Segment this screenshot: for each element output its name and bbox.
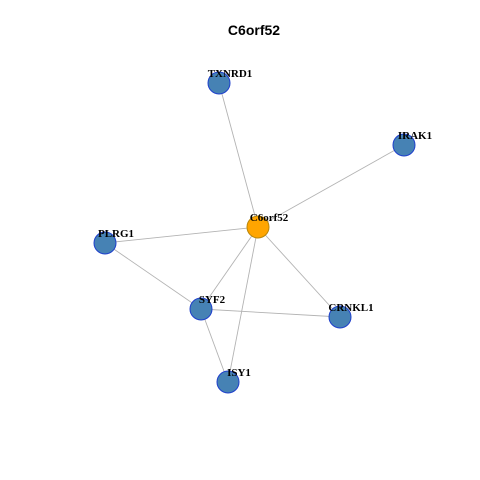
node-c6orf52: C6orf52	[246, 212, 289, 239]
edge-c6orf52-irak1	[257, 144, 405, 228]
edge-c6orf52-isy1	[227, 226, 259, 383]
node-circle-c6orf52	[246, 215, 270, 239]
node-label-isy1: ISY1	[227, 367, 251, 379]
node-crnkl1: CRNKL1	[328, 302, 374, 329]
node-txnrd1: TXNRD1	[207, 68, 253, 95]
node-label-plrg1: PLRG1	[98, 228, 134, 240]
node-circle-plrg1	[93, 231, 117, 255]
node-plrg1: PLRG1	[93, 228, 134, 255]
node-label-txnrd1: TXNRD1	[208, 68, 253, 80]
node-isy1: ISY1	[216, 367, 251, 394]
edge-c6orf52-txnrd1	[218, 82, 259, 228]
node-circle-irak1	[392, 133, 416, 157]
node-circle-crnkl1	[328, 305, 352, 329]
node-circle-syf2	[189, 297, 213, 321]
node-label-irak1: IRAK1	[398, 130, 432, 142]
node-label-c6orf52: C6orf52	[250, 212, 289, 224]
node-label-syf2: SYF2	[199, 294, 226, 306]
node-circle-isy1	[216, 370, 240, 394]
edge-plrg1-syf2	[104, 242, 202, 310]
node-circle-txnrd1	[207, 71, 231, 95]
node-label-crnkl1: CRNKL1	[328, 302, 373, 314]
edge-layer	[104, 82, 405, 383]
edge-c6orf52-syf2	[200, 226, 259, 310]
edge-c6orf52-plrg1	[104, 226, 259, 244]
edge-c6orf52-crnkl1	[257, 226, 341, 318]
node-syf2: SYF2	[189, 294, 226, 321]
node-irak1: IRAK1	[392, 130, 432, 157]
edge-syf2-crnkl1	[200, 308, 341, 318]
edge-syf2-isy1	[200, 308, 229, 383]
diagram-title: C6orf52	[228, 22, 280, 38]
